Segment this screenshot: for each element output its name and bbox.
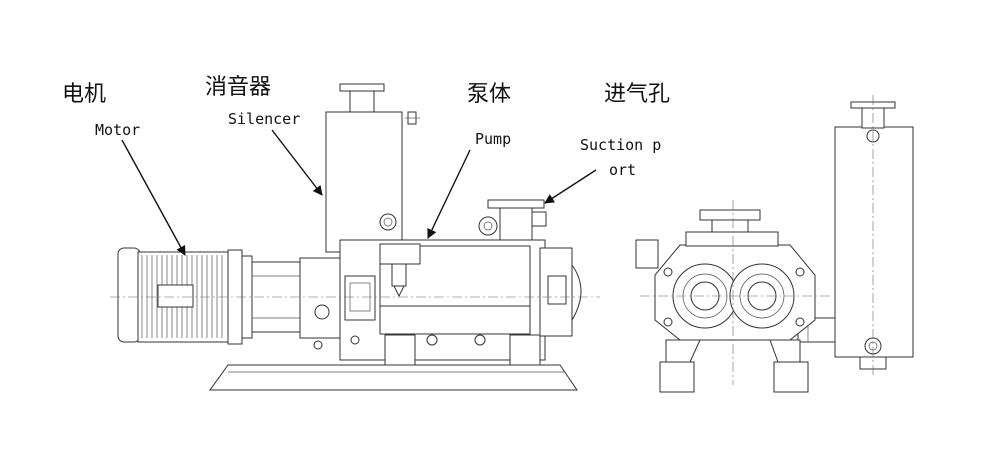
end-view — [635, 95, 914, 393]
pump-label-en: Pump — [475, 130, 512, 148]
suction-label-en-2: ort — [609, 161, 637, 179]
suction-port — [478, 199, 547, 241]
motor-label-cn: 电机 — [62, 82, 107, 107]
suction-label-cn: 进气孔 — [604, 82, 671, 107]
pump-body — [313, 239, 582, 366]
coupling-housing — [251, 257, 343, 339]
silencer-label-en: Silencer — [228, 110, 301, 128]
end-feet — [659, 339, 809, 393]
suction-leader-arrow — [544, 169, 597, 204]
silencer-leader-arrow — [271, 129, 323, 196]
motor-label-en: Motor — [95, 121, 141, 139]
end-silencer — [834, 95, 914, 378]
motor-leader-arrow — [121, 139, 186, 256]
pump-leader-arrow — [427, 149, 471, 239]
pump-label-cn: 泵体 — [467, 82, 512, 107]
side-view — [110, 83, 600, 391]
leader-lines — [121, 129, 597, 256]
motor-body — [117, 247, 253, 345]
suction-label-en-1: Suction p — [580, 136, 662, 154]
end-pump-body — [635, 200, 830, 385]
silencer — [325, 83, 420, 253]
base-plate — [209, 364, 578, 391]
silencer-label-cn: 消音器 — [205, 75, 272, 100]
